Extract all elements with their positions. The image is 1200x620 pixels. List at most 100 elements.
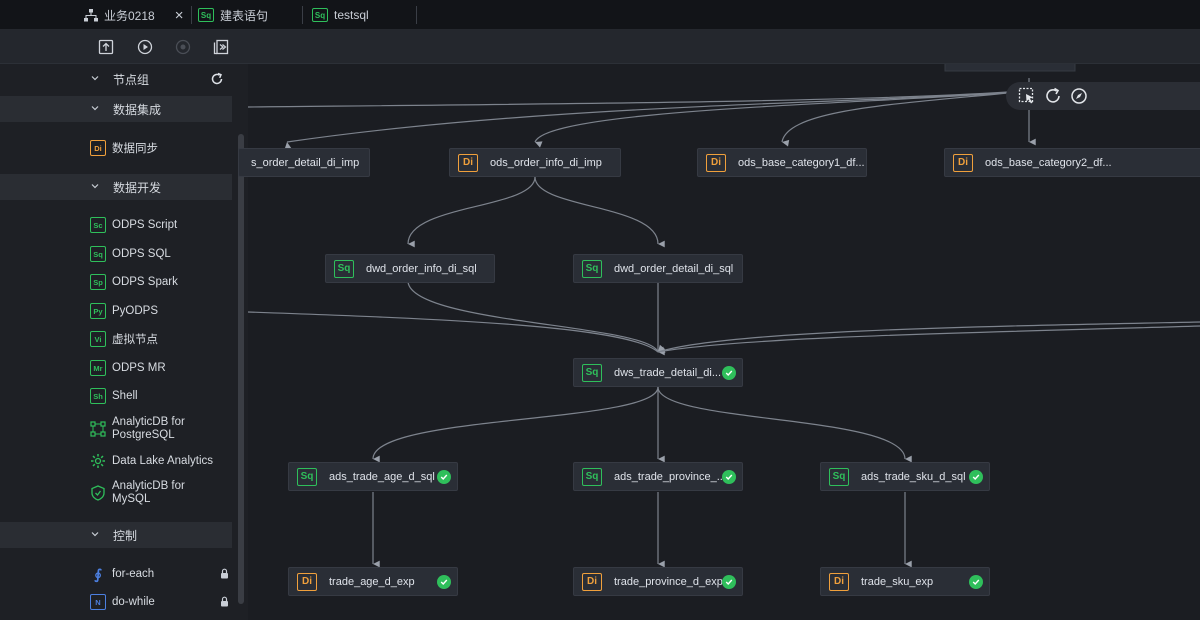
node-group-sidebar: 节点组 数据集成 Di 数据同步 数据开发 Sc ODPS Script Sq … [0, 64, 248, 620]
chevron-down-icon [91, 76, 99, 81]
data-integration-icon: Di [297, 572, 317, 591]
item-label: AnalyticDB for MySQL [112, 480, 185, 506]
edge [407, 176, 536, 248]
success-check-icon [722, 575, 736, 589]
pyodps-icon: Py [90, 303, 106, 319]
group-data-integration[interactable]: 数据集成 [0, 96, 232, 122]
sidebar-item-adb-mysql[interactable]: AnalyticDB for MySQL [90, 480, 185, 508]
tab-testsql[interactable]: Sq testsql [312, 0, 369, 30]
node-dwd-order-detail-di-sql[interactable]: Sq dwd_order_detail_di_sql [573, 254, 743, 283]
chevron-down-icon [91, 532, 99, 537]
edge [657, 325, 1200, 353]
node-label: dws_trade_detail_di... [614, 366, 722, 379]
success-check-icon [722, 366, 736, 380]
node-ods-base-category2-df[interactable]: Di ods_base_category2_df... [944, 148, 1200, 177]
canvas-controls [1006, 82, 1200, 110]
node-trade-age-d-exp[interactable]: Di trade_age_d_exp [288, 567, 458, 596]
item-label: ODPS Script [112, 219, 178, 231]
for-each-icon: ∮ [94, 565, 102, 582]
run-icon[interactable] [136, 38, 154, 56]
sidebar-item-do-while[interactable]: N do-while [90, 593, 228, 611]
tab-create-table-sql[interactable]: Sq 建表语句 [198, 0, 268, 30]
sidebar-item-odps-sql[interactable]: Sq ODPS SQL [90, 245, 171, 263]
data-integration-icon: Di [953, 153, 973, 172]
sidebar-scrollbar[interactable] [238, 134, 244, 604]
sidebar-item-virtual-node[interactable]: Vi 虚拟节点 [90, 330, 158, 348]
success-check-icon [969, 470, 983, 484]
chevron-down-icon [91, 106, 99, 111]
item-label: Data Lake Analytics [112, 455, 214, 467]
adb-mysql-icon [90, 485, 106, 501]
sidebar-item-for-each[interactable]: ∮ for-each [90, 565, 228, 583]
sidebar-item-data-sync[interactable]: Di 数据同步 [90, 139, 158, 157]
sidebar-item-odps-mr[interactable]: Mr ODPS MR [90, 359, 166, 377]
run-all-icon[interactable] [212, 38, 230, 56]
edge [657, 386, 912, 463]
odps-spark-icon: Sp [90, 274, 106, 290]
sidebar-item-pyodps[interactable]: Py PyODPS [90, 302, 158, 320]
upload-icon[interactable] [97, 38, 115, 56]
virtual-node-icon: Vi [90, 331, 106, 347]
node-ods-order-info-di-imp[interactable]: Di ods_order_info_di_imp [449, 148, 621, 177]
group-label: 控制 [113, 528, 138, 543]
node-label: ods_order_info_di_imp [490, 156, 602, 169]
success-check-icon [969, 575, 983, 589]
node-label: ads_trade_province_... [614, 470, 726, 483]
gear-icon [90, 453, 106, 469]
item-label: 虚拟节点 [112, 334, 158, 346]
node-dwd-order-info-di-sql[interactable]: Sq dwd_order_info_di_sql [325, 254, 495, 283]
tab-label: 建表语句 [220, 8, 269, 23]
node-trade-sku-exp[interactable]: Di trade_sku_exp [820, 567, 990, 596]
lock-icon [220, 596, 229, 607]
refresh-icon[interactable] [1044, 87, 1062, 105]
odps-sql-icon: Sq [90, 246, 106, 262]
sidebar-item-data-lake-analytics[interactable]: Data Lake Analytics [90, 452, 213, 470]
data-integration-icon: Di [582, 572, 602, 591]
node-ads-trade-province[interactable]: Sq ads_trade_province_... [573, 462, 743, 491]
refresh-icon[interactable] [210, 72, 224, 86]
sql-file-icon: Sq [198, 8, 214, 22]
edge [534, 176, 665, 248]
sidebar-item-odps-script[interactable]: Sc ODPS Script [90, 216, 177, 234]
tab-business-flow[interactable]: 业务0218 × [84, 0, 183, 30]
auto-layout-icon[interactable] [1070, 87, 1088, 105]
sidebar-header[interactable]: 节点组 [0, 66, 232, 92]
sidebar-item-shell[interactable]: Sh Shell [90, 387, 138, 405]
node-trade-province-d-exp[interactable]: Di trade_province_d_exp [573, 567, 743, 596]
node-ads-trade-sku-d-sql[interactable]: Sq ads_trade_sku_d_sql [820, 462, 990, 491]
success-check-icon [722, 470, 736, 484]
close-icon[interactable]: × [174, 6, 184, 24]
node-label: ods_base_category1_df... [738, 156, 865, 169]
sql-node-icon: Sq [334, 259, 354, 278]
node-dws-trade-detail-di[interactable]: Sq dws_trade_detail_di... [573, 358, 743, 387]
adb-postgresql-icon [90, 421, 106, 437]
item-label: Shell [112, 390, 138, 402]
sql-node-icon: Sq [297, 467, 317, 486]
node-ods-base-category1-df[interactable]: Di ods_base_category1_df... [697, 148, 867, 177]
dag-canvas[interactable]: s_order_detail_di_imp Di ods_order_info_… [238, 64, 1200, 620]
node-s-order-detail-di-imp[interactable]: s_order_detail_di_imp [238, 148, 370, 177]
box-select-icon[interactable] [1018, 87, 1036, 105]
item-label-line1: AnalyticDB for [112, 480, 185, 492]
tab-label: 业务0218 [104, 8, 155, 23]
sidebar-item-odps-spark[interactable]: Sp ODPS Spark [90, 273, 178, 291]
group-control[interactable]: 控制 [0, 522, 232, 548]
group-label: 数据开发 [113, 180, 162, 195]
data-integration-icon: Di [829, 572, 849, 591]
node-label: ads_trade_sku_d_sql [861, 470, 966, 483]
data-integration-icon: Di [458, 153, 478, 172]
sidebar-item-adb-postgresql[interactable]: AnalyticDB for PostgreSQL [90, 416, 185, 444]
folder-tree-icon [84, 8, 98, 22]
edge [657, 321, 1200, 353]
node-ads-trade-age-d-sql[interactable]: Sq ads_trade_age_d_sql [288, 462, 458, 491]
tab-label: testsql [334, 8, 369, 22]
success-check-icon [437, 575, 451, 589]
group-data-development[interactable]: 数据开发 [0, 174, 232, 200]
success-check-icon [437, 470, 451, 484]
data-integration-icon: Di [706, 153, 726, 172]
node-label: dwd_order_detail_di_sql [614, 262, 734, 275]
tab-bar: 业务0218 × Sq 建表语句 Sq testsql [0, 0, 1200, 30]
node-label: trade_province_d_exp [614, 575, 723, 588]
stop-icon[interactable] [174, 38, 192, 56]
